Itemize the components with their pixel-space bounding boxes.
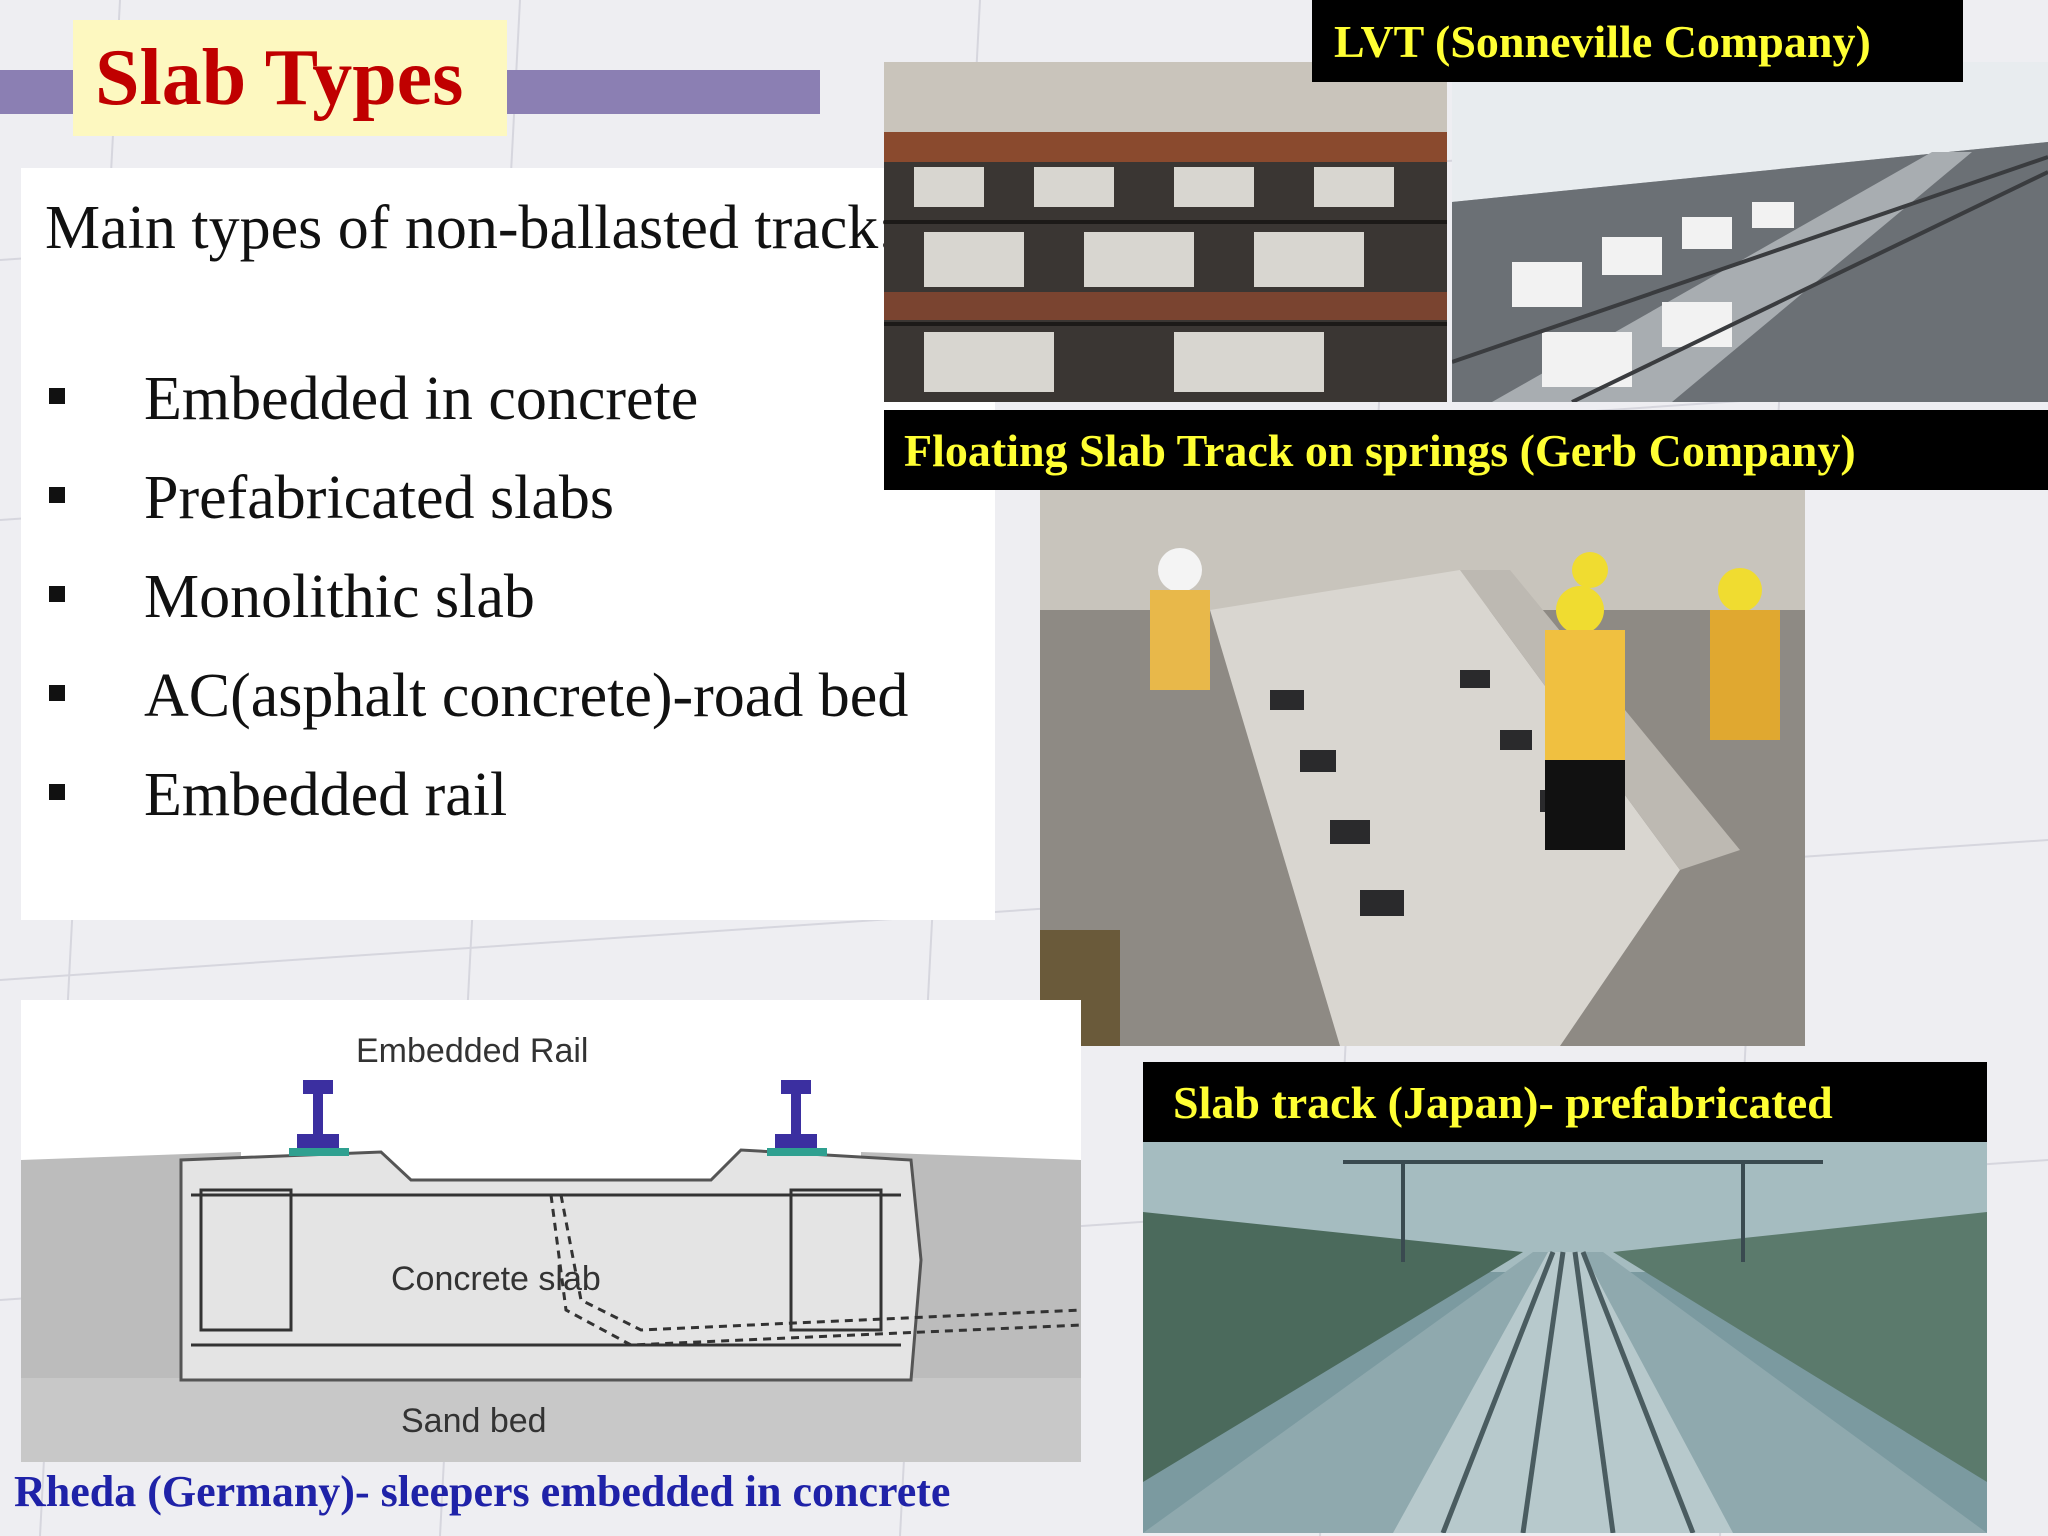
bullet-item: Prefabricated slabs xyxy=(45,449,908,548)
square-bullet-icon xyxy=(49,586,65,602)
square-bullet-icon xyxy=(49,388,65,404)
bullet-item: Embedded rail xyxy=(45,746,908,845)
lvt-photo-left xyxy=(884,62,1447,402)
slide-title: Slab Types xyxy=(95,34,464,122)
square-bullet-icon xyxy=(49,685,65,701)
lvt-label: LVT (Sonneville Company) xyxy=(1312,0,1963,82)
square-bullet-icon xyxy=(49,784,65,800)
text-panel: Main types of non-ballasted track: Embed… xyxy=(21,168,995,920)
bullet-item: Embedded in concrete xyxy=(45,350,908,449)
floating-slab-label: Floating Slab Track on springs (Gerb Com… xyxy=(884,410,2048,490)
bullet-list: Embedded in concrete Prefabricated slabs… xyxy=(45,350,908,845)
rheda-diagram: Embedded Rail Concrete slab Sand bed xyxy=(21,1000,1081,1462)
bullet-item: Monolithic slab xyxy=(45,548,908,647)
japan-slab-label: Slab track (Japan)- prefabricated xyxy=(1143,1062,1987,1142)
rheda-caption: Rheda (Germany)- sleepers embedded in co… xyxy=(14,1467,951,1516)
intro-text: Main types of non-ballasted track: xyxy=(45,194,896,262)
square-bullet-icon xyxy=(49,487,65,503)
concrete-slab-text: Concrete slab xyxy=(391,1260,601,1298)
embedded-rail-text: Embedded Rail xyxy=(356,1032,588,1070)
lvt-photo-right xyxy=(1452,62,2048,402)
floating-slab-photo xyxy=(1040,490,1805,1046)
sand-bed-text: Sand bed xyxy=(401,1402,547,1440)
bullet-item: AC(asphalt concrete)-road bed xyxy=(45,647,908,746)
title-box: Slab Types xyxy=(73,20,507,136)
